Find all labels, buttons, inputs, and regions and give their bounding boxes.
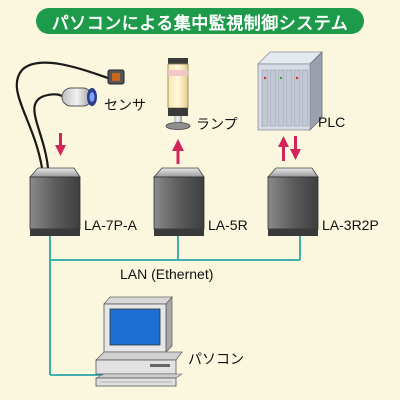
plc-rack-icon: [257, 51, 323, 131]
arrow-up-lamp: [172, 139, 184, 164]
label-unit-c: LA-3R2P: [322, 217, 379, 233]
arrows: [55, 133, 301, 164]
diagram-title: パソコンによる集中監視制御システム: [51, 13, 349, 34]
arrow-down-plc: [290, 136, 301, 160]
lan-network-lines: [49, 236, 301, 376]
sensor-small-icon: [107, 69, 125, 85]
title-banner: パソコンによる集中監視制御システム: [36, 8, 364, 34]
unit-box-c: [267, 167, 319, 236]
label-network: LAN (Ethernet): [120, 266, 214, 282]
label-unit-a: LA-7P-A: [84, 217, 137, 233]
sensor-camera-icon: [61, 87, 97, 107]
signal-lamp-icon: [165, 58, 191, 130]
label-lamp: ランプ: [196, 116, 238, 132]
label-pc: パソコン: [188, 351, 244, 367]
arrow-down-sensor: [55, 133, 66, 156]
arrow-up-plc: [278, 136, 289, 161]
unit-box-b: [153, 167, 205, 236]
pc-icon: [95, 295, 183, 387]
label-plc: PLC: [318, 114, 346, 130]
unit-box-a: [29, 167, 81, 236]
label-unit-b: LA-5R: [208, 217, 248, 233]
label-sensor: センサ: [104, 97, 146, 113]
